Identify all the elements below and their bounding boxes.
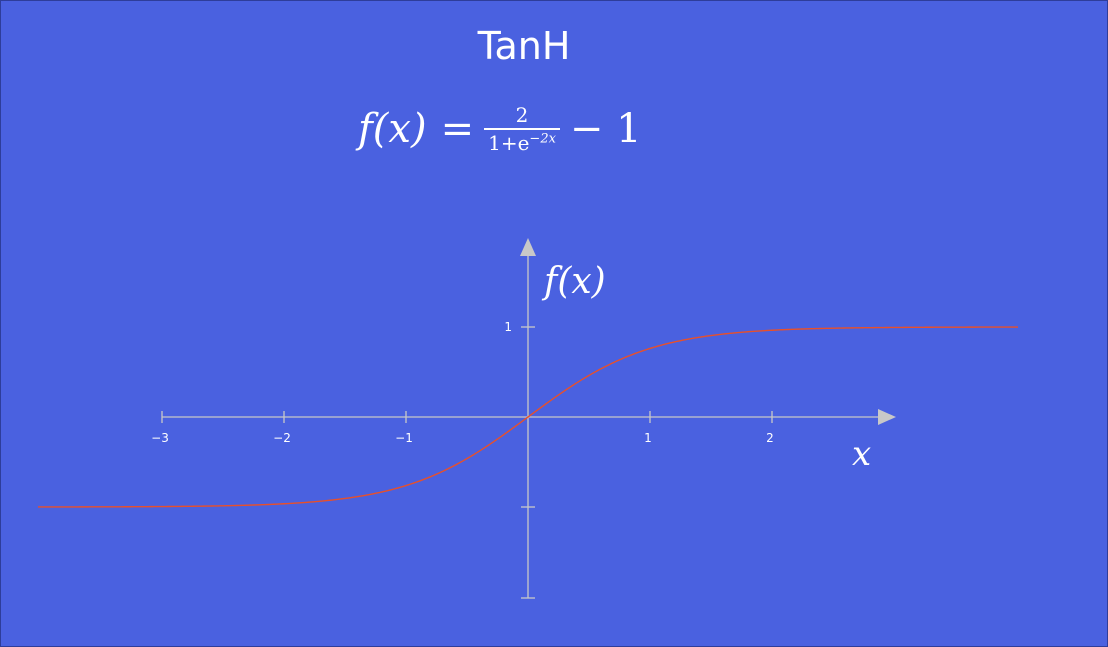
slide-title: TanH bbox=[477, 24, 571, 68]
x-axis-arrow bbox=[878, 409, 896, 425]
x-tick-label: −2 bbox=[273, 431, 291, 445]
chart-series bbox=[38, 326, 1018, 508]
y-axis-label: f(x) bbox=[541, 261, 606, 302]
x-tick-label: −1 bbox=[395, 431, 413, 445]
x-tick-label: 1 bbox=[644, 431, 652, 445]
formula-numerator: 2 bbox=[515, 103, 529, 127]
x-axis-label: x bbox=[852, 434, 871, 474]
chart-axes bbox=[162, 238, 896, 599]
formula-tail: − 1 bbox=[569, 106, 642, 152]
formula-denominator: 1+e−2x bbox=[484, 128, 560, 154]
chart-ticks bbox=[161, 326, 773, 508]
chart-labels: −3 −2 −1 1 2 1 f(x) x bbox=[151, 261, 871, 474]
x-tick-label: −3 bbox=[151, 431, 169, 445]
y-tick-label: 1 bbox=[504, 320, 512, 334]
x-tick-label: 2 bbox=[766, 431, 774, 445]
tanh-curve bbox=[38, 326, 1018, 508]
formula-fraction: 2 1+e−2x bbox=[484, 104, 560, 154]
formula-denominator-exponent: −2x bbox=[529, 131, 556, 147]
formula-equals: = bbox=[440, 106, 475, 152]
formula-lhs: f(x) bbox=[358, 106, 427, 152]
tanh-formula: f(x) = 2 1+e−2x − 1 bbox=[358, 104, 642, 154]
y-axis-arrow bbox=[520, 238, 536, 256]
formula-denominator-base: 1+e bbox=[488, 131, 530, 155]
